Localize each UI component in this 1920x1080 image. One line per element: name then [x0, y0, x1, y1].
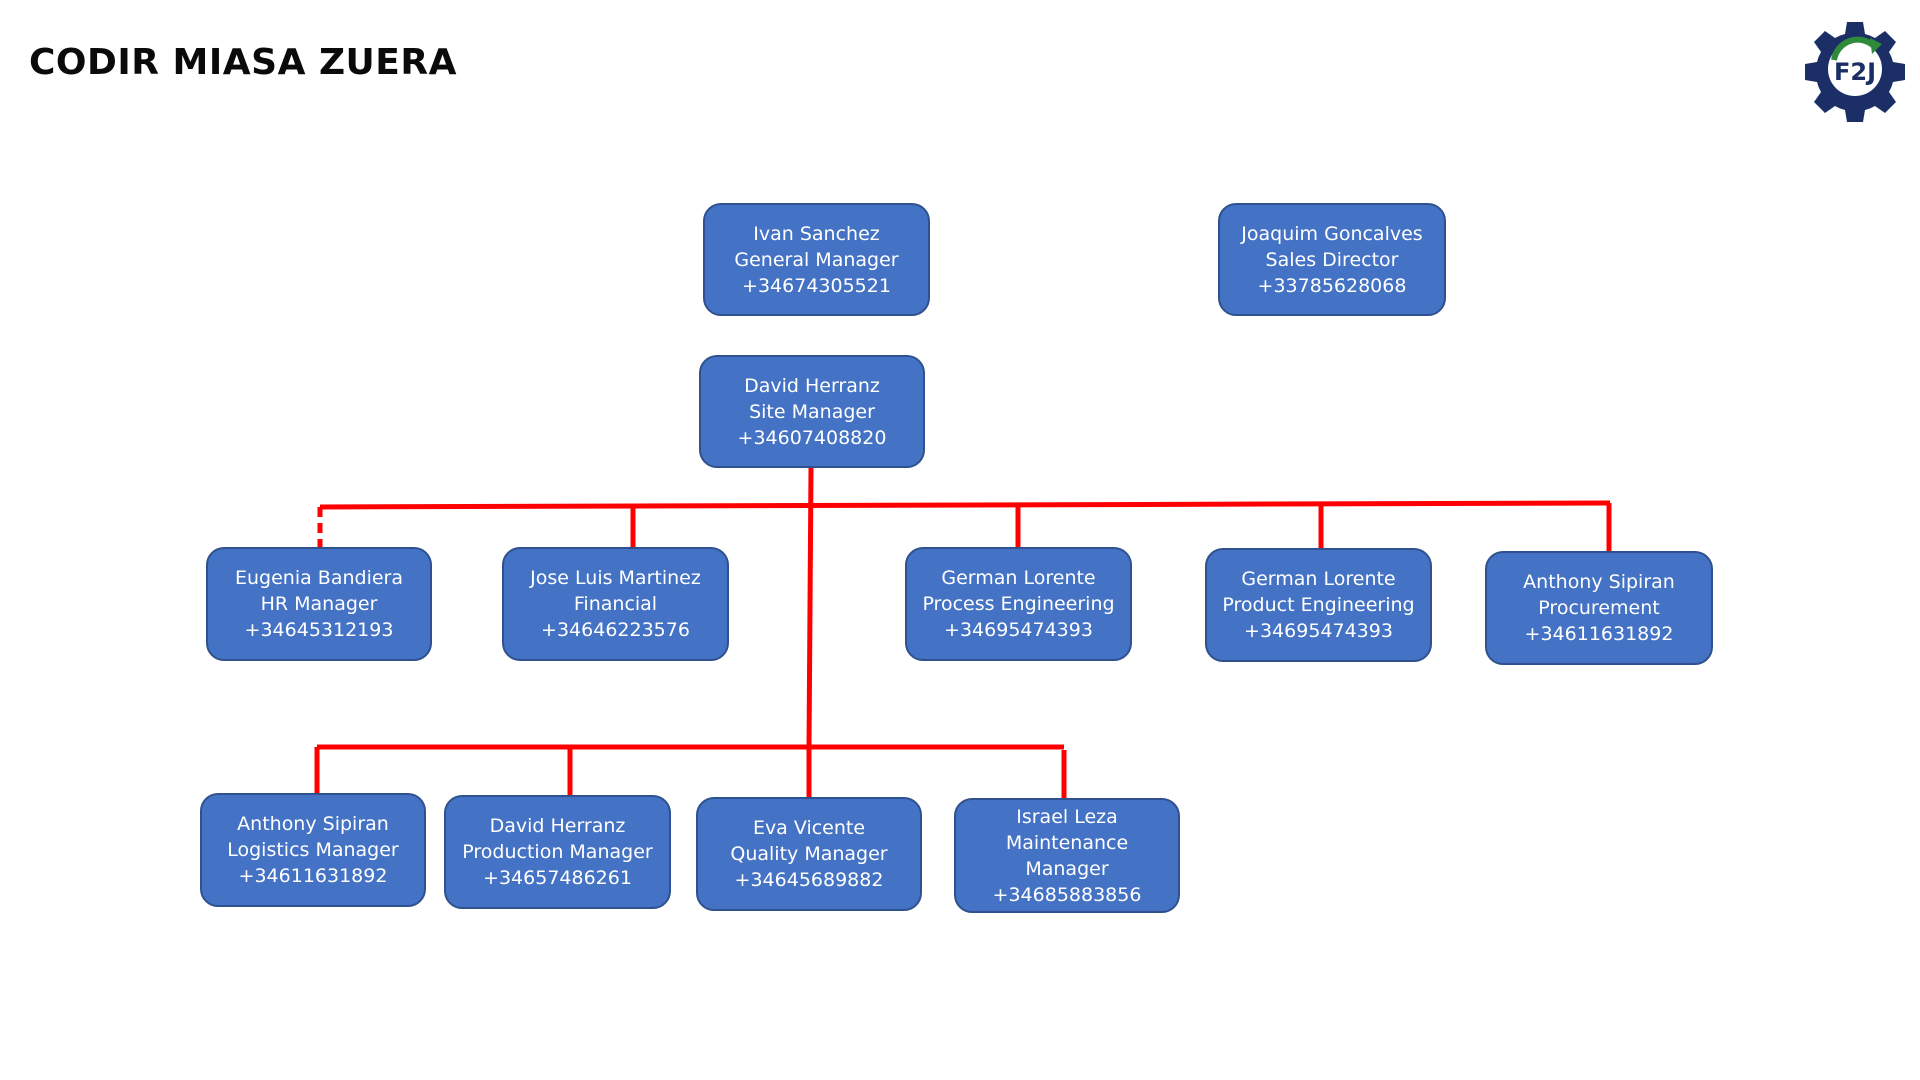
node-role: Logistics Manager	[227, 839, 399, 861]
node-name: David Herranz	[489, 815, 626, 837]
node-name: Eugenia Bandiera	[234, 567, 403, 589]
node-general-manager: Ivan Sanchez General Manager +3467430552…	[703, 203, 930, 316]
node-role-line2: Manager	[1025, 857, 1109, 880]
f2j-logo: F2J	[1800, 14, 1910, 124]
node-site-manager: David Herranz Site Manager +34607408820	[699, 355, 925, 468]
node-name: Jose Luis Martinez	[530, 567, 701, 589]
node-phone: +34611631892	[238, 865, 388, 887]
node-role-line1: Maintenance	[1005, 831, 1129, 854]
node-phone: +34645689882	[734, 869, 884, 891]
node-role: Process Engineering	[922, 593, 1115, 615]
node-role: HR Manager	[260, 593, 378, 615]
node-process-engineering: German Lorente Process Engineering +3469…	[905, 547, 1132, 661]
node-phone: +34695474393	[944, 619, 1093, 641]
node-role: Production Manager	[462, 841, 653, 863]
node-phone: +34695474393	[1244, 620, 1393, 642]
connector-row2-horizontal	[319, 500, 1611, 510]
node-name: Ivan Sanchez	[753, 222, 880, 245]
node-sales-director: Joaquim Goncalves Sales Director +337856…	[1218, 203, 1446, 316]
node-phone: +34674305521	[742, 274, 891, 297]
node-role: Quality Manager	[730, 843, 888, 865]
node-name: German Lorente	[941, 567, 1096, 589]
node-hr-manager: Eugenia Bandiera HR Manager +34645312193	[206, 547, 432, 661]
node-maintenance-manager: Israel Leza Maintenance Manager +3468588…	[954, 798, 1180, 913]
node-phone: +34685883856	[992, 883, 1142, 906]
node-phone: +34657486261	[483, 867, 632, 889]
node-role: General Manager	[734, 248, 899, 271]
node-role: Sales Director	[1265, 248, 1399, 271]
logo-text: F2J	[1834, 58, 1876, 86]
node-phone: +34607408820	[737, 426, 887, 449]
connector-site-down	[806, 467, 814, 748]
node-product-engineering: German Lorente Product Engineering +3469…	[1205, 548, 1432, 662]
gear-logo-icon: F2J	[1805, 22, 1905, 122]
node-role: Site Manager	[749, 400, 875, 423]
node-phone: +34645312193	[244, 619, 394, 641]
node-phone: +34646223576	[541, 619, 690, 641]
node-name: German Lorente	[1241, 568, 1396, 590]
node-financial: Jose Luis Martinez Financial +3464622357…	[502, 547, 729, 661]
node-role: Product Engineering	[1222, 594, 1415, 616]
node-phone: +34611631892	[1524, 623, 1674, 645]
node-name: Israel Leza	[1016, 805, 1118, 828]
node-production-manager: David Herranz Production Manager +346574…	[444, 795, 671, 909]
page-title: CODIR MIASA ZUERA	[29, 42, 457, 83]
node-name: Eva Vicente	[752, 817, 866, 839]
node-name: Anthony Sipiran	[1523, 571, 1675, 593]
node-role: Procurement	[1538, 597, 1660, 619]
node-logistics-manager: Anthony Sipiran Logistics Manager +34611…	[200, 793, 426, 907]
node-quality-manager: Eva Vicente Quality Manager +34645689882	[696, 797, 922, 911]
node-phone: +33785628068	[1257, 274, 1407, 297]
node-procurement: Anthony Sipiran Procurement +34611631892	[1485, 551, 1713, 665]
node-name: David Herranz	[744, 374, 880, 397]
node-name: Joaquim Goncalves	[1241, 222, 1423, 245]
node-name: Anthony Sipiran	[237, 813, 389, 835]
node-role: Financial	[573, 593, 658, 615]
